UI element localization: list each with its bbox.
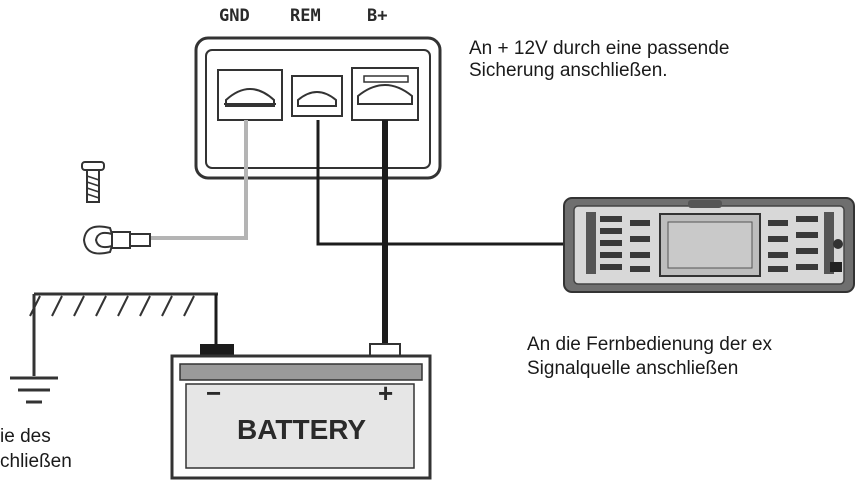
bplus-connector (351, 67, 419, 121)
gnd-terminal-label: GND (219, 6, 250, 26)
ground-symbol-icon (10, 376, 58, 404)
screw-icon (81, 161, 105, 203)
remote-instruction-line1: An die Fernbedienung der ex (527, 334, 773, 355)
rem-connector (291, 75, 343, 117)
chassis-ground-line (29, 292, 218, 376)
power-instruction-line1: An + 12V durch eine passende (469, 38, 730, 59)
bplus-terminal-label: B+ (367, 6, 388, 26)
ground-instruction-line2: chließen (0, 451, 72, 472)
ring-terminal-icon (82, 225, 151, 255)
remote-instruction-line2: Signalquelle anschließen (527, 358, 739, 379)
battery-plus-sign: + (378, 378, 394, 408)
battery-minus-sign: − (206, 378, 222, 408)
remote-wire (316, 120, 570, 246)
battery-label: BATTERY (237, 414, 367, 445)
battery (170, 343, 432, 480)
gnd-connector (217, 69, 283, 121)
power-instruction-line2: Sicherung anschließen. (469, 60, 668, 81)
ground-instruction-line1: ie des (0, 426, 51, 447)
head-unit-icon (563, 197, 855, 293)
amplifier-terminal-block (194, 36, 442, 180)
ground-wire (150, 120, 248, 240)
rem-terminal-label: REM (290, 6, 321, 26)
